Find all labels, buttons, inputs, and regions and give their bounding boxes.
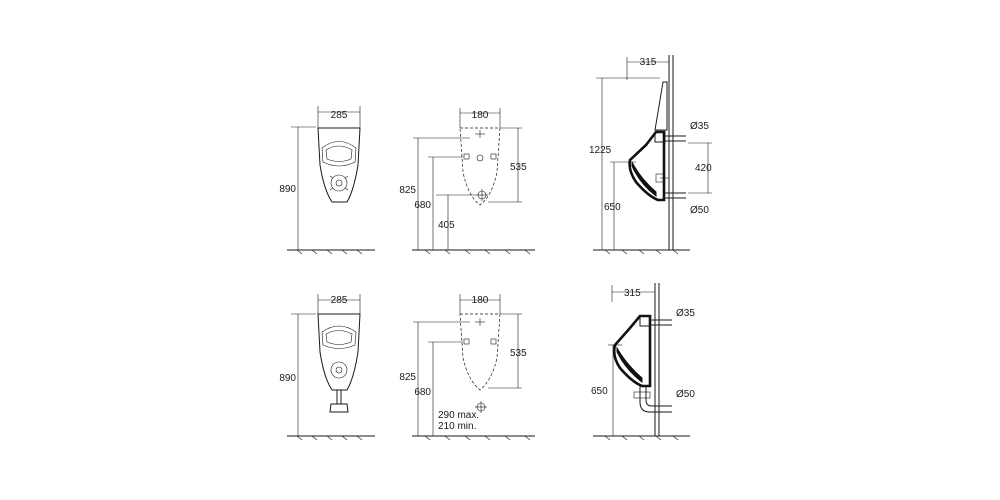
bottom-install-dim-825: 825 [399, 372, 416, 383]
top-side-pipe-top-dim: Ø35 [690, 121, 709, 132]
top-side-depth-dim: 315 [640, 57, 657, 68]
bottom-side-pipe-top-dim: Ø35 [676, 308, 695, 319]
bottom-side-pipe-bottom-dim: Ø50 [676, 389, 695, 400]
top-install-view: 180 825 680 405 535 [399, 108, 535, 255]
bottom-front-view: 285 890 [279, 294, 375, 441]
bottom-install-dim-680: 680 [414, 387, 431, 398]
top-side-pipe-bottom-dim: Ø50 [690, 205, 709, 216]
top-side-rim-dim: 650 [604, 202, 621, 213]
top-side-spacing-dim: 420 [695, 163, 712, 174]
bottom-side-view: 315 650 Ø35 Ø50 [591, 283, 695, 441]
bottom-install-dim-535: 535 [510, 348, 527, 359]
top-side-height-dim: 1225 [589, 145, 612, 156]
top-install-dim-535: 535 [510, 162, 527, 173]
bottom-install-width-dim: 180 [472, 295, 489, 306]
top-front-view: 285 890 [279, 106, 375, 255]
top-install-dim-825: 825 [399, 185, 416, 196]
top-side-view: 315 1225 650 420 Ø35 Ø50 [589, 55, 712, 255]
top-install-width-dim: 180 [472, 110, 489, 121]
bottom-side-depth-dim: 315 [624, 288, 641, 299]
bottom-side-rim-dim: 650 [591, 386, 608, 397]
top-front-height-dim: 890 [279, 184, 296, 195]
bottom-install-view: 180 825 680 535 290 max. 210 min. [399, 294, 535, 441]
top-install-dim-405: 405 [438, 220, 455, 231]
top-install-dim-680: 680 [414, 200, 431, 211]
bottom-front-width-dim: 285 [331, 295, 348, 306]
bottom-install-max-note: 290 max. [438, 410, 479, 421]
bottom-install-min-note: 210 min. [438, 421, 476, 432]
bottom-front-height-dim: 890 [279, 373, 296, 384]
top-front-width-dim: 285 [331, 110, 348, 121]
